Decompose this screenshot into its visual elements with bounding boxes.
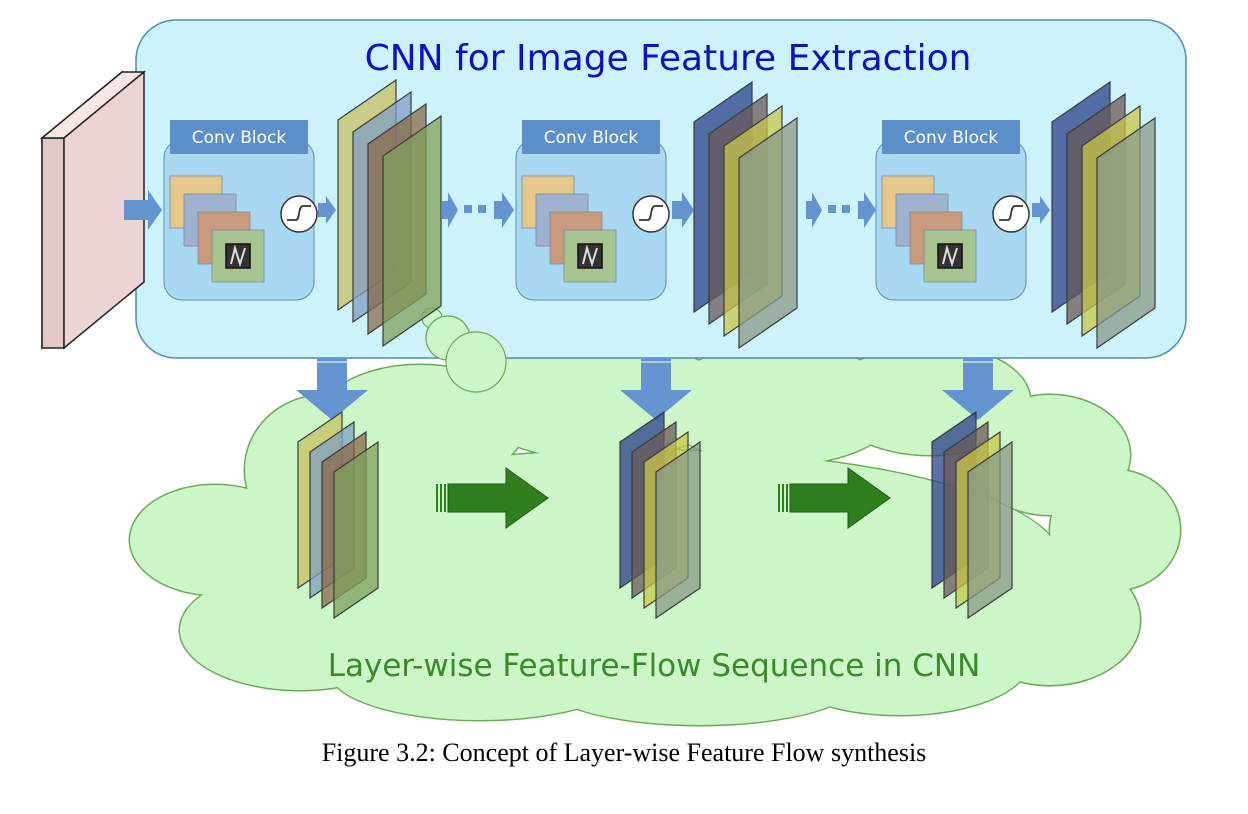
feature-flow-diagram: CNN for Image Feature Extraction Conv Bl… [39,19,1187,727]
kernel-icon-pattern [582,244,598,268]
arrow-icon [442,192,458,228]
arrow-icon [124,190,162,230]
arrow-tail-line [782,484,784,512]
arrow-tail-line [778,484,780,512]
feature-map [333,440,379,620]
kernel-icon-pattern [230,244,246,268]
conv-block-label-bg [882,120,1020,154]
feature-map-stack [337,78,442,348]
arrow-tail-line [440,484,442,512]
feature-map-stack [1051,80,1156,350]
arrow-icon [494,192,514,228]
feature-map-stack [297,410,379,620]
feature-map [1096,116,1156,350]
feature-map-stack [619,410,701,620]
activation-curve [999,205,1023,221]
arrow-icon [318,196,336,224]
activation-curve [287,205,311,221]
conv-block-label: Conv Block [544,128,639,148]
conv-block: Conv Block [515,120,670,301]
kernel-icon-pattern [942,244,958,268]
ellipsis-dot [828,205,836,213]
activation-curve [639,205,663,221]
arrow-icon [1032,196,1050,224]
feature-map-stack [693,80,798,350]
arrow-icon [447,467,549,529]
arrow-icon [672,192,694,228]
feature-map [655,440,701,620]
kernel-icon [577,243,603,269]
feature-map [382,114,442,348]
arrow-icon [296,358,368,420]
arrow-tail-line [444,484,446,512]
feature-map [967,440,1013,620]
cloud-puff [660,345,900,465]
arrow-icon [620,358,692,420]
figure-caption: Figure 3.2: Concept of Layer-wise Featur… [321,738,927,767]
feature-map [738,116,798,350]
conv-block: Conv Block [875,120,1030,301]
arrow-tail-line [786,484,788,512]
thought-bubbles [421,307,507,393]
arrow-icon [789,467,891,529]
cnn-title: CNN for Image Feature Extraction [365,38,972,79]
arrow-icon [806,192,822,228]
input-image-icon [39,70,147,350]
feature-map-stack [931,410,1013,620]
arrow-tail-line [436,484,438,512]
conv-block: Conv Block [163,120,318,301]
flow-title: Layer-wise Feature-Flow Sequence in CNN [328,648,981,684]
conv-block-label-bg [170,120,308,154]
conv-block-label-bg [522,120,660,154]
conv-block-label: Conv Block [192,128,287,148]
ellipsis-dot [478,205,486,213]
arrow-icon [858,192,876,228]
ellipsis-dot [842,205,850,213]
conv-block-label: Conv Block [904,128,999,148]
ellipsis-dot [464,205,472,213]
arrow-icon [942,358,1014,420]
